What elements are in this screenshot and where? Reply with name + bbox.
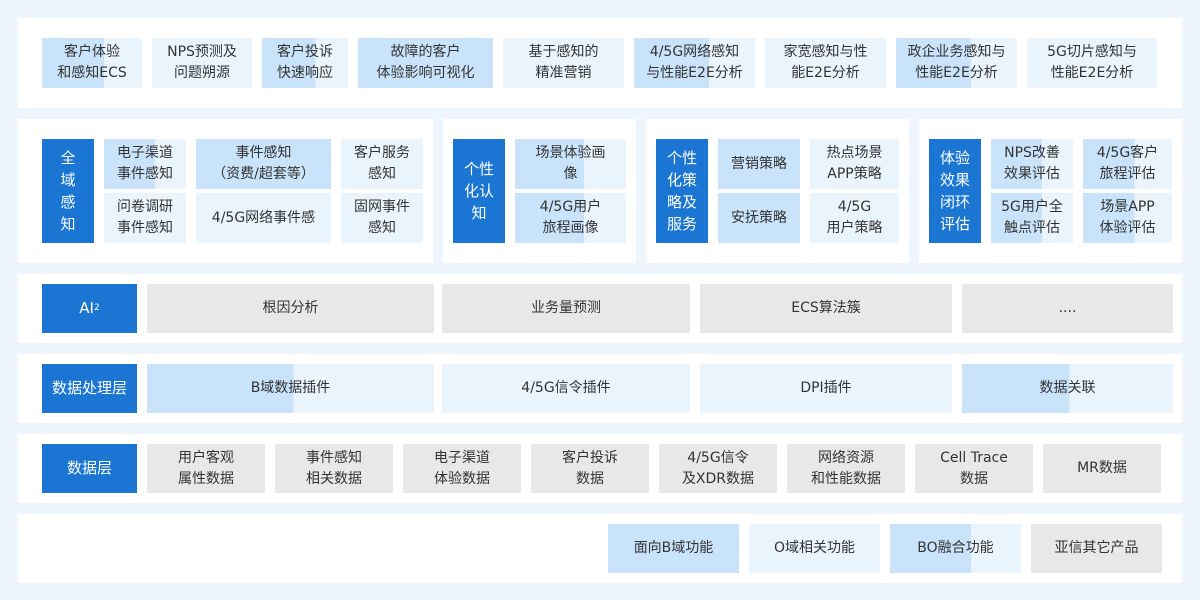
ai-item-ecs-algorithms: ECS算法簇 — [700, 284, 952, 333]
strategy-item-marketing: 营销策略 — [718, 139, 800, 189]
ai-item-root-cause: 根因分析 — [147, 284, 434, 333]
legend-bo-fusion: BO融合功能 — [890, 524, 1021, 573]
top-item-nps: NPS预测及 问题朔源 — [152, 38, 252, 88]
processing-item-b-domain: B域数据插件 — [147, 364, 434, 413]
portrait-item-journey: 4/5G用户 旅程画像 — [515, 193, 626, 243]
portrait-item-scene: 场景体验画 像 — [515, 139, 626, 189]
perception-item-e-channel: 电子渠道 事件感知 — [104, 139, 186, 189]
data-item-event-perception: 事件感知 相关数据 — [275, 444, 393, 493]
top-item-precision-marketing: 基于感知的 精准营销 — [503, 38, 624, 88]
top-item-enterprise-e2e: 政企业务感知与 性能E2E分析 — [896, 38, 1017, 88]
top-item-ecs: 客户体验 和感知ECS — [42, 38, 142, 88]
perception-item-customer-service: 客户服务 感知 — [341, 139, 423, 189]
top-item-45g-e2e: 4/5G网络感知 与性能E2E分析 — [634, 38, 755, 88]
perception-item-survey: 问卷调研 事件感知 — [104, 193, 186, 243]
strategy-item-appeasement: 安抚策略 — [718, 193, 800, 243]
evaluation-item-touchpoint: 5G用户全 触点评估 — [991, 193, 1073, 243]
perception-item-45g-event: 4/5G网络事件感 — [196, 193, 331, 243]
processing-item-signaling: 4/5G信令插件 — [442, 364, 690, 413]
data-item-signaling-xdr: 4/5G信令 及XDR数据 — [659, 444, 777, 493]
top-item-broadband-e2e: 家宽感知与性 能E2E分析 — [765, 38, 886, 88]
data-item-cell-trace: Cell Trace 数据 — [915, 444, 1033, 493]
data-item-complaint: 客户投诉 数据 — [531, 444, 649, 493]
data-item-mr: MR数据 — [1043, 444, 1161, 493]
legend-b-domain: 面向B域功能 — [608, 524, 739, 573]
evaluation-group-header: 体验 效果 闭环 评估 — [929, 139, 981, 243]
portrait-group-header: 个性 化认 知 — [453, 139, 505, 243]
evaluation-item-nps: NPS改善 效果评估 — [991, 139, 1073, 189]
strategy-item-45g-user: 4/5G 用户策略 — [810, 193, 899, 243]
data-layer-label: 数据层 — [42, 444, 137, 493]
top-item-fault-visualization: 故障的客户 体验影响可视化 — [358, 38, 493, 88]
data-item-e-channel: 电子渠道 体验数据 — [403, 444, 521, 493]
data-item-user-attributes: 用户客观 属性数据 — [147, 444, 265, 493]
ai-label-text: AI — [79, 299, 94, 317]
evaluation-item-journey: 4/5G客户 旅程评估 — [1083, 139, 1172, 189]
strategy-group-header: 个性 化策 略及 服务 — [656, 139, 708, 243]
strategy-item-hotspot-app: 热点场景 APP策略 — [810, 139, 899, 189]
evaluation-item-scene-app: 场景APP 体验评估 — [1083, 193, 1172, 243]
legend-other-products: 亚信其它产品 — [1031, 524, 1162, 573]
legend-o-domain: O域相关功能 — [749, 524, 880, 573]
perception-item-billing: 事件感知 （资费/超套等） — [196, 139, 331, 189]
top-item-5g-slice-e2e: 5G切片感知与 性能E2E分析 — [1027, 38, 1157, 88]
ai-item-traffic-forecast: 业务量预测 — [442, 284, 690, 333]
top-item-complaint: 客户投诉 快速响应 — [262, 38, 348, 88]
ai-item-more: .... — [962, 284, 1173, 333]
perception-item-fixed-network: 固网事件 感知 — [341, 193, 423, 243]
data-item-network-resources: 网络资源 和性能数据 — [787, 444, 905, 493]
processing-item-dpi: DPI插件 — [700, 364, 952, 413]
processing-layer-label: 数据处理层 — [42, 364, 137, 413]
processing-item-data-association: 数据关联 — [962, 364, 1173, 413]
ai-label-superscript: 2 — [93, 303, 100, 313]
perception-group-header: 全 域 感 知 — [42, 139, 94, 243]
